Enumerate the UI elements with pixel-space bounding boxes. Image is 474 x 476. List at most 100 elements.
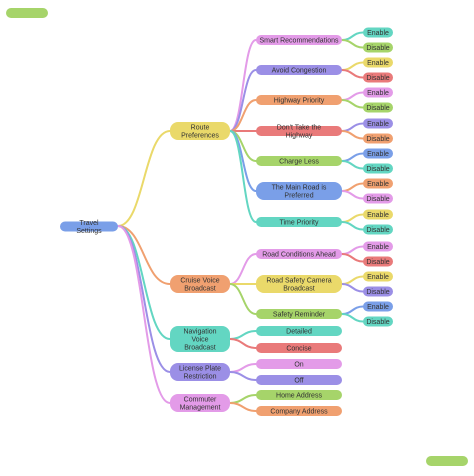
option-node-0-1-1-shape	[363, 72, 393, 83]
child-node-1-0[interactable]: Road Conditions Ahead	[256, 249, 342, 259]
child-node-0-2[interactable]: Highway Priority	[256, 95, 342, 105]
connector-option-0-0-0	[341, 31, 364, 41]
option-node-0-2-0[interactable]: Enable	[363, 87, 393, 98]
child-node-3-0[interactable]: On	[256, 359, 342, 369]
option-node-1-2-0-shape	[363, 301, 393, 312]
connector-root-branch-0	[117, 130, 171, 227]
option-node-1-2-0-label: Enable	[367, 304, 389, 311]
option-node-0-0-1-label: Disable	[366, 45, 389, 52]
corner-pill-top-left	[6, 8, 48, 18]
connector-option-0-5-1	[341, 190, 364, 200]
option-node-1-1-1[interactable]: Disable	[363, 286, 393, 297]
connector-option-0-4-0	[341, 152, 364, 162]
option-node-0-5-1[interactable]: Disable	[363, 193, 393, 204]
option-node-0-5-0-label: Enable	[367, 181, 389, 188]
child-node-0-6[interactable]: Time Priority	[256, 217, 342, 227]
option-node-0-5-0[interactable]: Enable	[363, 178, 393, 189]
child-node-3-1-shape	[256, 375, 342, 385]
option-node-0-6-1-label: Disable	[366, 227, 389, 234]
child-node-0-1[interactable]: Avoid Congestion	[256, 65, 342, 75]
option-node-0-6-0[interactable]: Enable	[363, 209, 393, 220]
connector-branch-1-child-0	[229, 253, 257, 285]
connector-option-0-2-0	[341, 91, 364, 101]
option-node-0-2-1[interactable]: Disable	[363, 102, 393, 113]
child-node-3-1[interactable]: Off	[256, 375, 342, 385]
connector-option-0-1-0	[341, 61, 364, 71]
option-node-0-4-1-label: Disable	[366, 166, 389, 173]
option-node-0-3-0[interactable]: Enable	[363, 118, 393, 129]
option-node-0-1-1[interactable]: Disable	[363, 72, 393, 83]
root-node-shape	[60, 221, 118, 232]
branch-node-2-shape	[170, 326, 230, 352]
option-node-0-0-0-label: Enable	[367, 30, 389, 37]
child-node-2-0[interactable]: Detailed	[256, 326, 342, 336]
child-node-4-0[interactable]: Home Address	[256, 390, 342, 400]
child-node-1-0-label: Road Conditions Ahead	[262, 252, 336, 259]
option-node-1-2-1[interactable]: Disable	[363, 316, 393, 327]
branch-node-4-shape	[170, 394, 230, 412]
child-node-0-4[interactable]: Charge Less	[256, 156, 342, 166]
option-node-1-0-0[interactable]: Enable	[363, 241, 393, 252]
connector-option-0-6-0	[341, 213, 364, 223]
option-node-1-0-0-label: Enable	[367, 244, 389, 251]
option-node-0-4-1-shape	[363, 163, 393, 174]
connector-branch-3-child-0	[229, 363, 257, 373]
option-node-0-4-1[interactable]: Disable	[363, 163, 393, 174]
child-node-1-2-shape	[256, 309, 342, 319]
option-node-1-1-0[interactable]: Enable	[363, 271, 393, 282]
option-node-1-0-1[interactable]: Disable	[363, 256, 393, 267]
child-node-0-1-shape	[256, 65, 342, 75]
option-node-1-0-1-label: Disable	[366, 259, 389, 266]
child-node-0-4-label: Charge Less	[279, 159, 319, 166]
connector-option-1-2-1	[341, 313, 364, 323]
connector-option-0-4-1	[341, 160, 364, 170]
child-node-3-1-label: Off	[294, 378, 303, 385]
child-node-0-6-shape	[256, 217, 342, 227]
child-node-2-0-shape	[256, 326, 342, 336]
option-node-0-0-0-shape	[363, 27, 393, 38]
option-node-0-2-0-shape	[363, 87, 393, 98]
option-node-0-4-0[interactable]: Enable	[363, 148, 393, 159]
child-node-1-2-label: Safety Reminder	[273, 312, 326, 319]
connector-root-branch-1	[117, 225, 171, 285]
connector-root-branch-4	[117, 225, 171, 404]
connector-option-0-0-1	[341, 39, 364, 49]
child-node-2-1[interactable]: Concise	[256, 343, 342, 353]
child-node-0-6-label: Time Priority	[279, 220, 319, 227]
connector-root-branch-3	[117, 225, 171, 373]
option-node-0-1-0-shape	[363, 57, 393, 68]
child-node-1-0-shape	[256, 249, 342, 259]
option-node-1-2-0[interactable]: Enable	[363, 301, 393, 312]
child-node-1-1-shape	[256, 275, 342, 293]
option-node-0-6-1[interactable]: Disable	[363, 224, 393, 235]
connector-option-1-1-1	[341, 283, 364, 293]
child-node-3-0-shape	[256, 359, 342, 369]
option-node-0-0-1[interactable]: Disable	[363, 42, 393, 53]
child-node-0-3-shape	[256, 126, 342, 136]
connector-option-1-0-0	[341, 245, 364, 255]
child-node-0-0[interactable]: Smart Recommendations	[256, 35, 342, 45]
option-node-1-1-1-label: Disable	[366, 289, 389, 296]
child-node-4-0-shape	[256, 390, 342, 400]
option-node-0-5-1-shape	[363, 193, 393, 204]
child-node-1-2[interactable]: Safety Reminder	[256, 309, 342, 319]
option-node-0-0-0[interactable]: Enable	[363, 27, 393, 38]
branch-node-1-shape	[170, 275, 230, 293]
option-node-0-1-0[interactable]: Enable	[363, 57, 393, 68]
option-node-0-3-1[interactable]: Disable	[363, 133, 393, 144]
option-node-0-3-0-shape	[363, 118, 393, 129]
child-node-4-1[interactable]: Company Address	[256, 406, 342, 416]
connector-option-0-5-0	[341, 182, 364, 192]
